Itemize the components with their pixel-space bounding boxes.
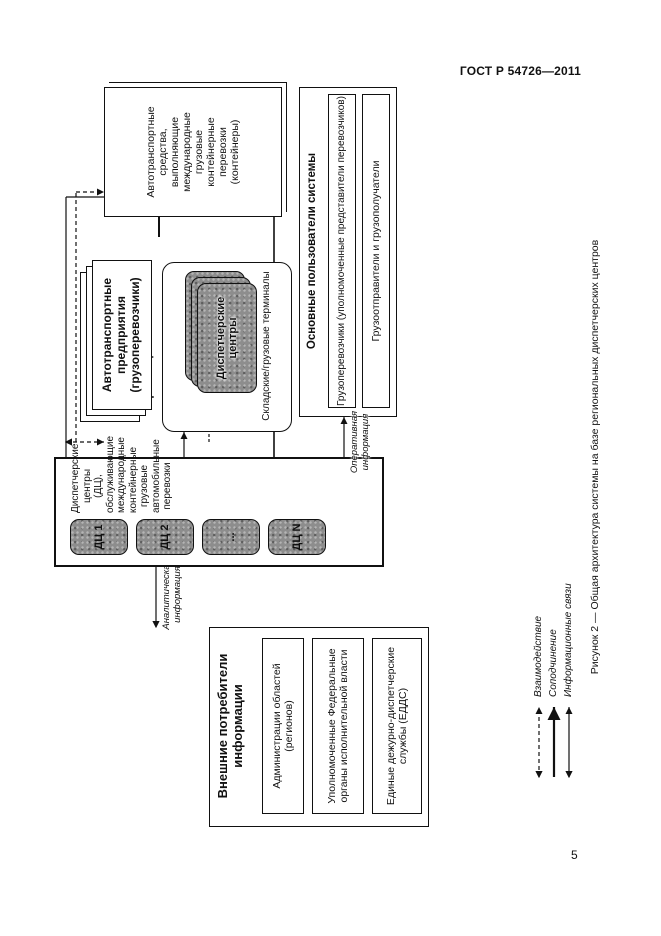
terminals-box: Диспетчерские центры Складские/грузовые …: [162, 262, 292, 432]
dispatch-unit-1: ДЦ 1: [70, 519, 128, 555]
figure-caption: Рисунок 2 — Общая архитектура системы на…: [589, 239, 601, 675]
architecture-figure: Внешние потребители информации Администр…: [44, 77, 604, 837]
consumer-item-edds: Единые дежурно-диспетчерские службы (ЕДД…: [372, 638, 422, 814]
system-users-title: Основные пользователи системы: [306, 152, 318, 350]
dispatch-centers-title: Диспетчерские центры (ДЦ), обслуживающие…: [70, 435, 173, 513]
terminals-caption: Складские/грузовые терминалы: [261, 271, 272, 421]
dispatch-unit-2: ДЦ 2: [136, 519, 194, 555]
consumer-item-regions: Администрации областей (регионов): [262, 638, 304, 814]
enterprises-box: Автотранспортные предприятия (грузоперев…: [92, 260, 152, 410]
document-code: ГОСТ Р 54726—2011: [459, 64, 581, 78]
consumer-item-federal: Уполномоченные Федеральные органы исполн…: [312, 638, 364, 814]
external-consumers-title: Внешние потребители информации: [215, 653, 245, 799]
vehicles-box: Автотранспортные средства, выполняющие м…: [104, 87, 282, 217]
terminal-center-front: Диспетчерские центры: [197, 283, 257, 393]
user-item-shippers: Грузоотправители и грузополучатели: [362, 94, 390, 408]
operative-info-label: Оперативная информация: [349, 410, 371, 474]
legend-label-interaction: Взаимодействие: [533, 615, 544, 697]
dispatch-centers-box: ДЦ 1 ДЦ 2 ... ДЦ N Диспетчерские центры …: [54, 435, 384, 567]
system-users-box: Основные пользователи системы Грузоперев…: [299, 87, 397, 417]
user-item-carriers: Грузоперевозчики (уполномоченные предста…: [328, 94, 356, 408]
legend-label-subordination: Соподчинение: [548, 629, 559, 697]
page-number: 5: [571, 848, 578, 862]
external-consumers-box: Внешние потребители информации Администр…: [209, 627, 429, 827]
legend-label-info-links: Информационные связи: [563, 583, 574, 697]
dispatch-unit-n: ДЦ N: [268, 519, 326, 555]
dispatch-unit-ellipsis: ...: [202, 519, 260, 555]
